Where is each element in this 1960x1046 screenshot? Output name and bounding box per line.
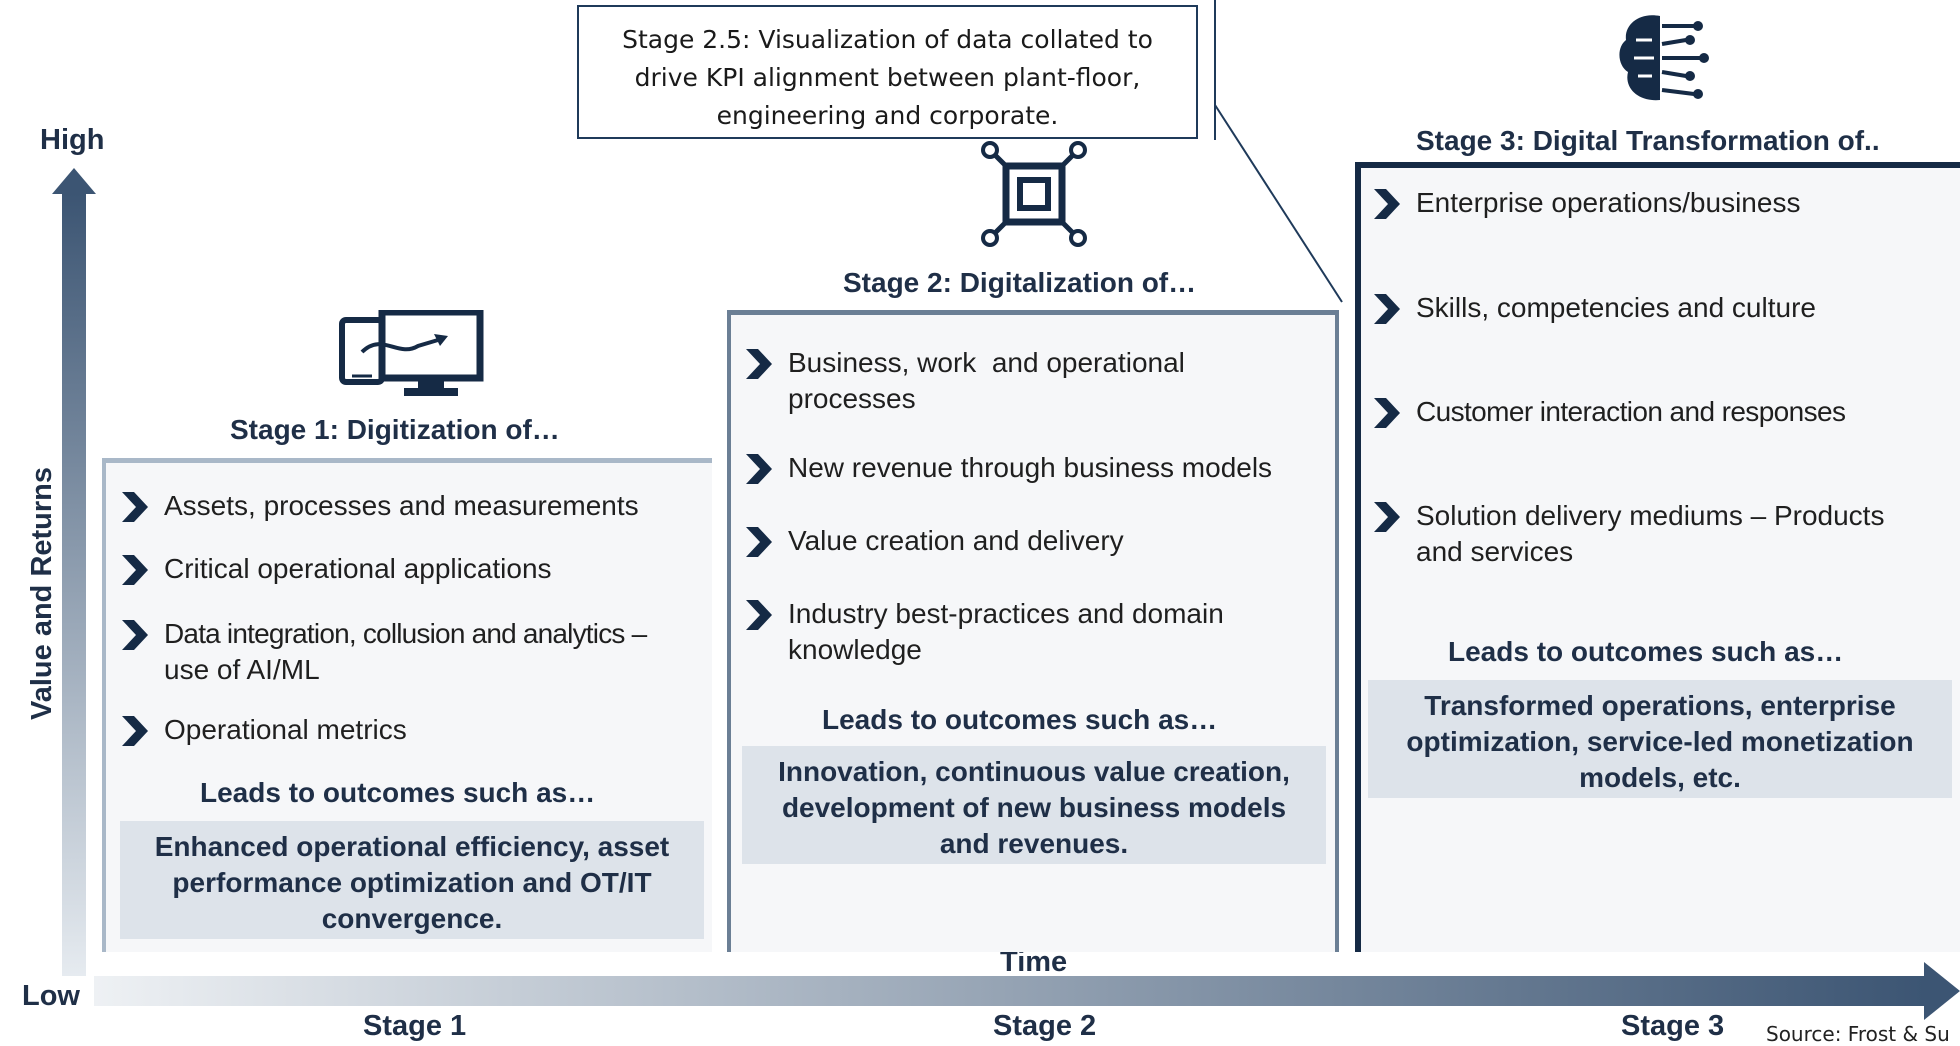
bullet-text: Skills, competencies and culture [1416,292,1816,323]
list-item: Skills, competencies and culture [1374,290,1954,330]
source-note: Source: Frost & Su [1766,1022,1950,1046]
chevron-right-icon [1374,502,1400,532]
list-item: Assets, processes and measurements [122,488,702,528]
x-stage-1-label: Stage 1 [363,1010,467,1042]
bullet-text: Customer interaction and responses [1416,396,1846,427]
bullet-text: Operational metrics [164,714,407,745]
stage-3-outcome-heading: Leads to outcomes such as… [1448,636,1844,667]
chevron-right-icon [1374,398,1400,428]
y-axis-arrow [52,168,96,976]
stage-1-outcome-box: Enhanced operational efficiency, asset p… [120,821,704,939]
outcome-line: Transformed operations, enterprise [1424,690,1896,721]
ai-brain-icon [1619,15,1709,101]
y-axis-title: Value and Returns [26,466,58,720]
bullet-text: Enterprise operations/business [1416,187,1801,218]
list-item: Critical operational applications [122,551,702,591]
stage-3-outcome-box: Transformed operations, enterprise optim… [1368,680,1952,798]
chevron-right-icon [746,527,772,557]
bullet-text: Data integration, collusion and analytic… [164,618,647,649]
outcome-line: and revenues. [939,828,1129,859]
stage-1-title: Stage 1: Digitization of… [230,414,560,445]
stage-2-outcome-box: Innovation, continuous value creation, d… [742,746,1326,864]
stage-2-outcome-heading: Leads to outcomes such as… [822,704,1218,735]
list-item: Operational metrics [122,712,702,752]
bullet-text: Business, work and operational [788,347,1185,378]
bullet-text-continued: and services [1416,536,1574,567]
chevron-right-icon [122,716,148,746]
circuit-chip-icon [981,141,1087,247]
chevron-right-icon [1374,294,1400,324]
bullet-text: Critical operational applications [164,553,552,584]
outcome-line: models, etc. [1579,762,1741,793]
callout-leader-line [1214,0,1343,303]
chevron-right-icon [122,492,148,522]
outcome-line: development of new business models [781,792,1287,823]
stage-3-title: Stage 3: Digital Transformation of.. [1416,125,1880,156]
bullet-text: Assets, processes and measurements [164,490,639,521]
list-item: New revenue through business models [746,450,1326,490]
stage-3-panel [1355,162,1960,952]
stage-2-title: Stage 2: Digitalization of… [843,267,1197,298]
chevron-right-icon [122,620,148,650]
list-item: Value creation and delivery [746,523,1326,563]
list-item: Industry best-practices and domain knowl… [746,596,1326,672]
list-item: Business, work and operational processes [746,345,1326,421]
bullet-text: Value creation and delivery [788,525,1124,556]
x-axis-arrow [94,962,1960,1020]
bullet-text: Solution delivery mediums – Products [1416,500,1885,531]
chevron-right-icon [746,454,772,484]
bullet-text-continued: processes [788,383,916,414]
list-item: Data integration, collusion and analytic… [122,616,702,692]
list-item: Enterprise operations/business [1374,185,1954,225]
list-item: Customer interaction and responses [1374,394,1954,434]
bullet-text-continued: use of AI/ML [164,654,320,685]
outcome-line: optimization, service-led monetization [1406,726,1914,757]
y-axis-low-label: Low [22,980,80,1012]
y-axis-high-label: High [40,124,105,156]
callout-line-3: engineering and corporate. [716,101,1059,130]
digitization-devices-icon [339,310,484,396]
outcome-line: convergence. [321,903,503,934]
outcome-line: performance optimization and OT/IT [172,867,652,898]
bullet-text: Industry best-practices and domain [788,598,1224,629]
callout-line-1: Stage 2.5: Visualization of data collate… [622,25,1153,54]
outcome-line: Innovation, continuous value creation, [778,756,1290,787]
stage-1-outcome-heading: Leads to outcomes such as… [200,777,596,808]
chevron-right-icon [122,555,148,585]
chevron-right-icon [1374,189,1400,219]
chevron-right-icon [746,600,772,630]
stage-2-5-callout: Stage 2.5: Visualization of data collate… [577,5,1198,139]
bullet-text: New revenue through business models [788,452,1273,483]
outcome-line: Enhanced operational efficiency, asset [154,831,670,862]
chevron-right-icon [746,349,772,379]
bullet-text-continued: knowledge [788,634,922,665]
callout-line-2: drive KPI alignment between plant-floor, [634,63,1141,92]
x-stage-2-label: Stage 2 [993,1010,1097,1042]
x-stage-3-label: Stage 3 [1621,1010,1725,1042]
list-item: Solution delivery mediums – Products and… [1374,498,1954,574]
